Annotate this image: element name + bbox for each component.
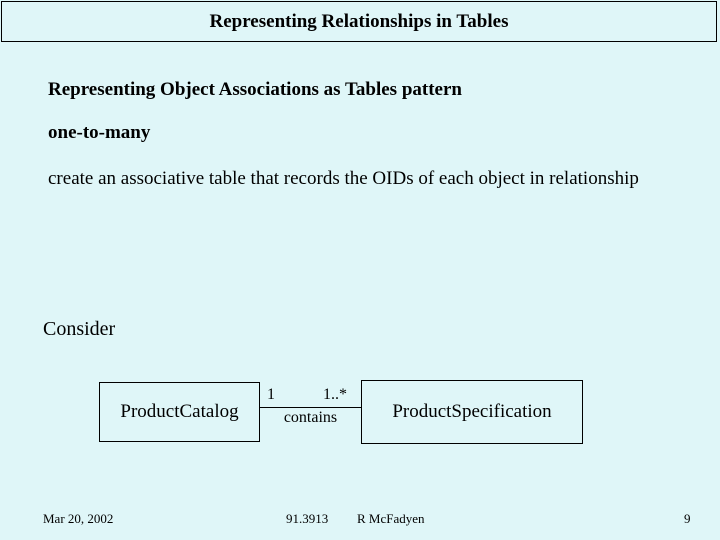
multiplicity-right: 1..* <box>323 386 347 403</box>
class-name-productspecification: ProductSpecification <box>392 401 552 422</box>
footer-page-number: 9 <box>684 511 691 526</box>
footer-course-number: 91.3913 <box>286 511 329 526</box>
footer-date: Mar 20, 2002 <box>43 511 114 526</box>
association-line <box>260 407 361 408</box>
slide-title-bar: Representing Relationships in Tables <box>1 1 717 42</box>
footer-author: R McFadyen <box>357 511 425 526</box>
slide-title: Representing Relationships in Tables <box>209 10 509 32</box>
cardinality-subheading: one-to-many <box>48 122 151 143</box>
class-name-productcatalog: ProductCatalog <box>120 401 239 422</box>
class-box-productspecification: ProductSpecification <box>361 380 583 444</box>
body-paragraph: create an associative table that records… <box>48 168 639 189</box>
multiplicity-left: 1 <box>267 386 275 403</box>
class-box-productcatalog: ProductCatalog <box>99 382 260 442</box>
association-label: contains <box>283 409 338 426</box>
consider-label: Consider <box>43 318 116 340</box>
pattern-heading: Representing Object Associations as Tabl… <box>48 79 462 100</box>
